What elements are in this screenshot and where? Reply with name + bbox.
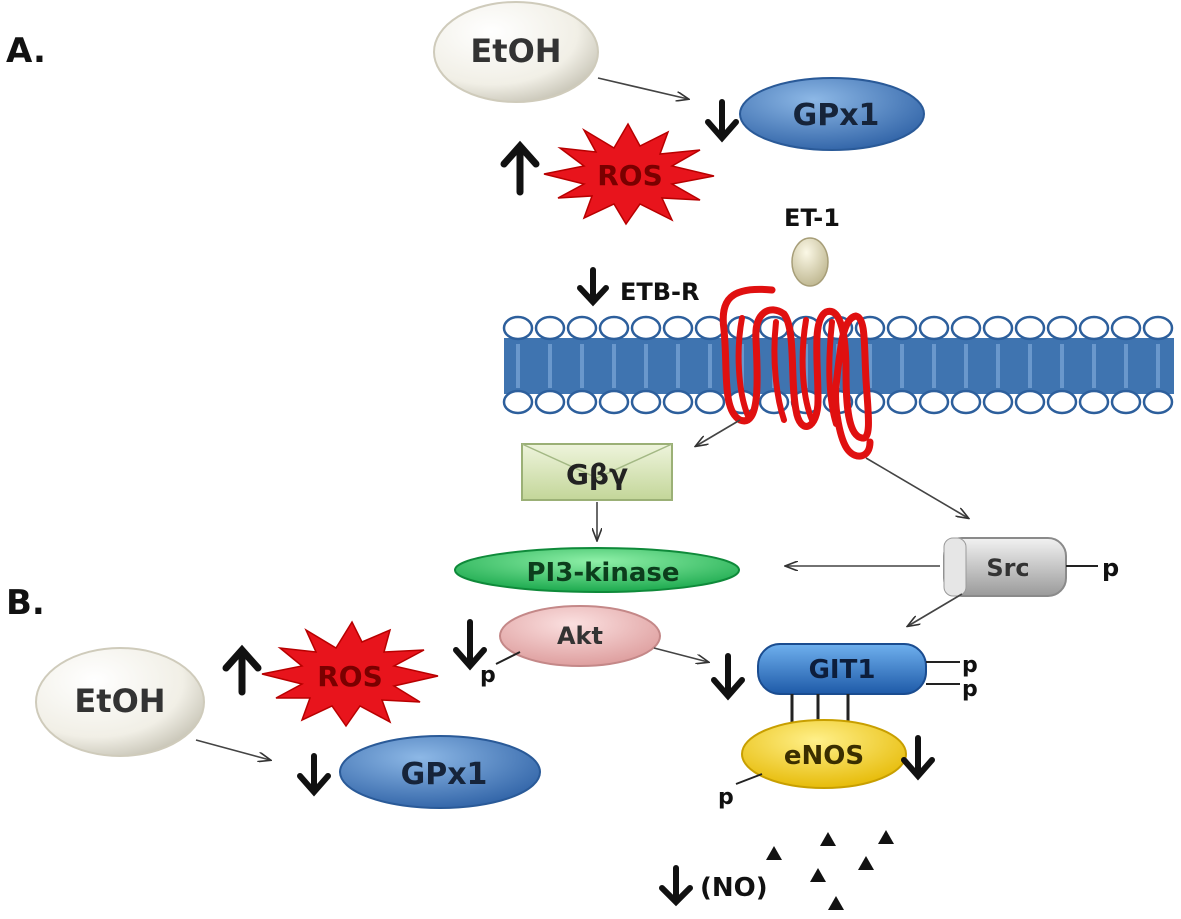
phospholipid-head [598,315,630,341]
et1-label: ET-1 [784,204,840,232]
gpx1-node-b: GPx1 [339,735,541,809]
enos-node: eNOS [741,719,907,789]
down-arrow-gpx1-a [705,99,739,143]
arrow-receptor-to-src [865,457,968,518]
down-arrow-no [659,865,693,907]
phospholipid-head [1046,315,1078,341]
phospholipid-head [534,315,566,341]
ros-burst-a: ROS [543,122,715,226]
arrow-etoh-to-gpx1-b [195,739,270,760]
phospholipid-head [1014,315,1046,341]
phospholipid-head [886,315,918,341]
arrow-receptor-to-gbg [696,419,741,446]
phospholipid-head [662,315,694,341]
phospholipid-head [1110,389,1142,415]
gbg-node: Gβγ [521,443,673,501]
down-arrow-etbr [577,267,609,307]
src-node: Src [943,537,1067,597]
enos-phospho-line [735,773,763,785]
down-arrow-git1 [711,653,745,701]
phospholipid-head [566,315,598,341]
git1-enos-binding [790,694,850,722]
etoh-label-b: EtOH [74,682,165,720]
gbg-label: Gβγ [566,458,628,491]
akt-label: Akt [557,622,603,650]
enos-label: eNOS [784,741,864,771]
panel-b-label: B. [6,583,45,623]
git1-label: GIT1 [809,655,876,685]
phospholipid-head [1110,315,1142,341]
pi3k-node: PI3-kinase [454,547,740,593]
akt-phospho-line [495,651,521,665]
pi3k-label: PI3-kinase [527,558,680,588]
et1-ligand [791,237,829,287]
phospholipid-head [886,389,918,415]
ros-burst-b: ROS [261,620,439,728]
phospholipid-head [662,389,694,415]
phospholipid-head [982,315,1014,341]
phospholipid-head [534,389,566,415]
down-arrow-gpx1-b [297,753,331,797]
gpx1-node-a: GPx1 [739,77,925,151]
phospholipid-head [950,315,982,341]
up-arrow-ros-b [222,644,262,696]
src-phospho-label: p [1102,554,1119,582]
git1-phospho-label-1: p [962,653,978,678]
phospholipid-head [1078,315,1110,341]
etoh-node-b: EtOH [35,647,205,757]
no-label: (NO) [700,873,768,903]
phospholipid-head [1078,389,1110,415]
akt-phospho-label: p [480,663,496,688]
akt-node: Akt [499,605,661,667]
git1-node: GIT1 [757,643,927,695]
phospholipid-head [630,315,662,341]
gpx1-label-b: GPx1 [401,757,488,792]
arrow-akt-to-git1 [653,647,708,662]
phospholipid-head [566,389,598,415]
phospholipid-head [1142,315,1174,341]
phospholipid-head [982,389,1014,415]
phospholipid-head [1014,389,1046,415]
src-label: Src [986,554,1029,582]
phospholipid-head [502,315,534,341]
down-arrow-akt [453,619,487,671]
phospholipid-head [918,389,950,415]
phospholipid-head [950,389,982,415]
enos-phospho-label: p [718,785,734,810]
up-arrow-ros-a [500,140,540,196]
ros-label-b: ROS [317,660,383,693]
arrow-src-to-git1 [908,593,963,626]
cell-membrane [502,315,1174,415]
panel-a-label: A. [6,31,46,71]
etbr-label: ETB-R [620,278,700,306]
no-molecule-triangles [766,830,894,910]
etoh-node-a: EtOH [433,1,599,103]
phospholipid-head [918,315,950,341]
phospholipid-head [694,389,726,415]
phospholipid-head [630,389,662,415]
phospholipid-head [502,389,534,415]
arrow-etoh-to-gpx1-a [597,77,688,99]
etb-receptor-helix-2 [735,315,839,427]
down-arrow-enos [901,735,935,781]
phospholipid-head [1046,389,1078,415]
ros-label-a: ROS [597,159,663,192]
etb-receptor [719,285,874,460]
git1-phospho-label-2: p [962,677,978,702]
phospholipid-head [1142,389,1174,415]
etoh-label-a: EtOH [470,32,561,70]
gpx1-label-a: GPx1 [793,98,880,133]
phospholipid-head [598,389,630,415]
